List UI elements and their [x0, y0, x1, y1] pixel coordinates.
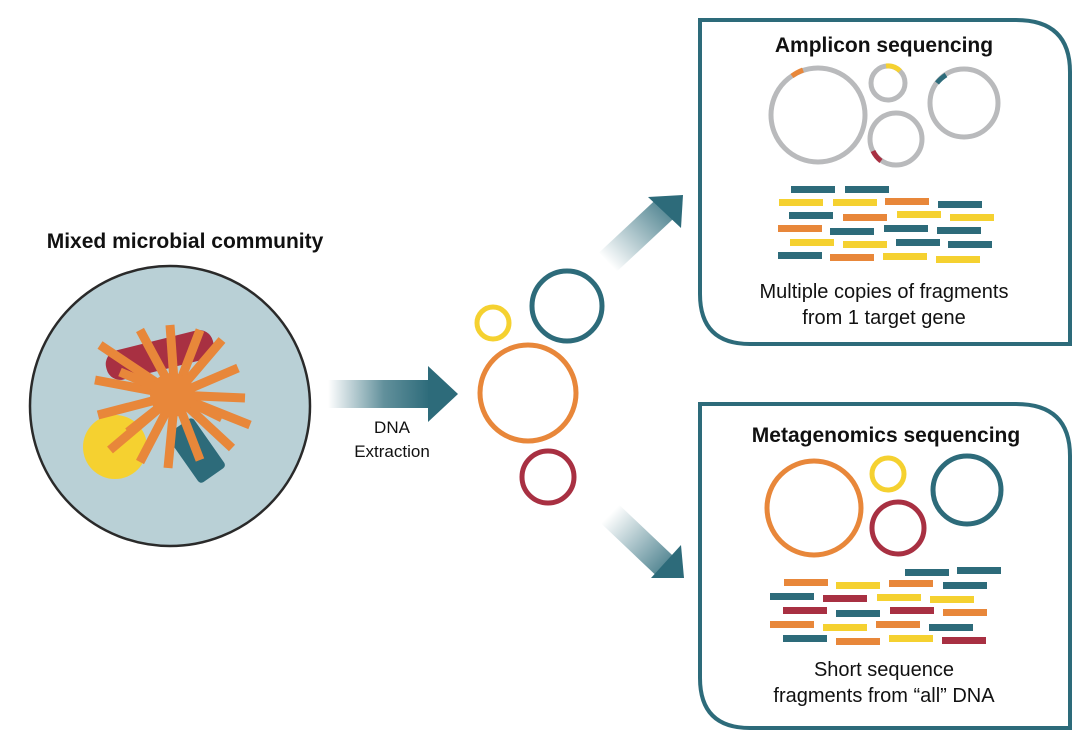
orange-filament-core: [150, 373, 194, 417]
metagenomics-panel-frame: [698, 402, 1072, 730]
amplicon-title: Amplicon sequencing: [775, 34, 993, 57]
amplicon-panel: Amplicon sequencing: [698, 18, 1072, 346]
dna-circle-yellow: [474, 304, 512, 342]
extraction-label-line2: Extraction: [354, 442, 430, 461]
community-title: Mixed microbial community: [47, 230, 324, 253]
metagenomics-caption-line2: fragments from “all” DNA: [773, 685, 995, 707]
metagenomics-fragments: [770, 567, 1001, 645]
metagenomics-panel: Metagenomics sequencing: [698, 402, 1072, 730]
amplicon-plasmids: [768, 63, 1001, 168]
amplicon-fragments: [778, 186, 994, 263]
amplicon-caption-line1: Multiple copies of fragments: [759, 281, 1008, 303]
microbial-community-illustration: [28, 264, 312, 548]
metagenomics-dna-circles: [764, 453, 1004, 558]
metagenomics-caption-line1: Short sequence: [814, 659, 954, 681]
dna-circle-teal: [529, 268, 605, 344]
arrow-to-amplicon: [599, 195, 683, 272]
dna-circle-red: [519, 448, 577, 506]
extracted-dna: [474, 268, 605, 506]
extraction-label-line1: DNA: [374, 418, 411, 437]
amplicon-caption-line2: from 1 target gene: [802, 307, 965, 329]
metagenomics-title: Metagenomics sequencing: [752, 424, 1020, 447]
extraction-arrow: [328, 366, 458, 422]
dna-circle-orange: [477, 342, 579, 444]
arrow-to-metagenomics: [601, 504, 684, 578]
